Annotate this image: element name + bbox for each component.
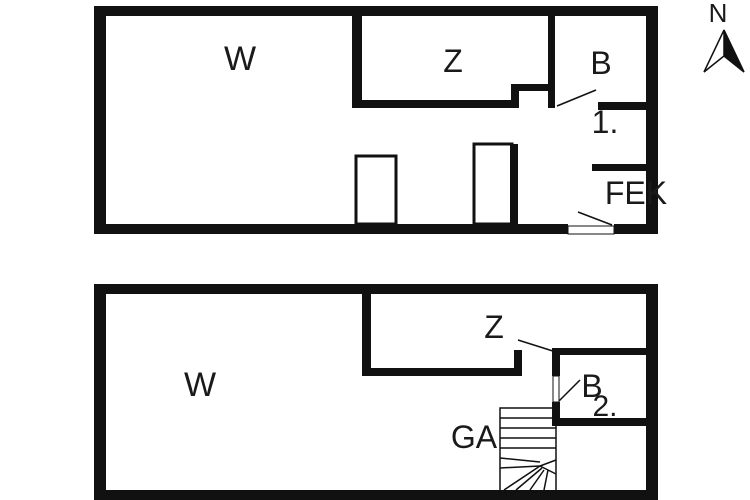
lower-z-wall-bottom [362,368,520,376]
upper-z-b-divider [548,6,555,108]
upper-cabinet-2-wall [510,144,518,224]
upper-exterior-wall-bottom-left [94,224,568,234]
upper-entry-door [567,225,615,235]
upper-fek-wall [592,164,646,171]
upper-z-wall-left [352,6,362,108]
lower-room-label-b: B [581,368,602,404]
lower-exterior-wall-top [94,284,658,294]
lower-room-label-w: W [184,366,216,404]
lower-exterior-wall-bottom [94,490,658,500]
lower-b-door-swing [557,379,581,403]
lower-b-wall-left-upper [552,348,560,376]
lower-z-door-swing [517,339,557,353]
upper-cabinet-2 [472,142,514,226]
upper-exterior-wall-right [646,6,658,234]
compass-label: N [709,0,728,28]
lower-z-wall-left [362,284,371,376]
upper-exterior-wall-bottom-right [614,224,658,234]
lower-exterior-wall-left [94,284,106,500]
north-arrow-icon: N [703,0,745,73]
upper-z-wall-notch-top [511,84,553,91]
upper-b-door-swing [556,89,597,107]
upper-floor-plan: W Z B 1. FEK [94,6,667,235]
upper-b-wall-bottom [598,102,658,110]
upper-cabinet-1 [354,154,398,226]
upper-room-label-level: 1. [592,104,619,140]
upper-exterior-wall-left [94,6,106,234]
upper-z-wall-bottom [352,100,518,108]
lower-b-wall-bottom [552,418,646,426]
lower-room-label-z: Z [484,309,504,345]
upper-room-label-fek: FEK [605,175,667,211]
upper-exterior-wall-top [94,6,658,16]
lower-staircase [499,407,557,493]
upper-room-label-b: B [590,45,611,81]
lower-hall-door [552,375,560,403]
lower-room-label-ga: GA [451,419,498,455]
upper-z-wall-notch [511,84,519,108]
upper-room-label-w: W [224,40,256,78]
lower-room-label-level: 2. [592,390,617,423]
lower-b-wall-top [552,348,646,355]
lower-exterior-wall-right [646,284,658,500]
lower-z-wall-post [514,350,522,376]
upper-room-label-z: Z [443,43,463,79]
lower-floor-plan: W Z B 2. GA [94,284,658,500]
upper-entry-door-swing [577,211,613,226]
